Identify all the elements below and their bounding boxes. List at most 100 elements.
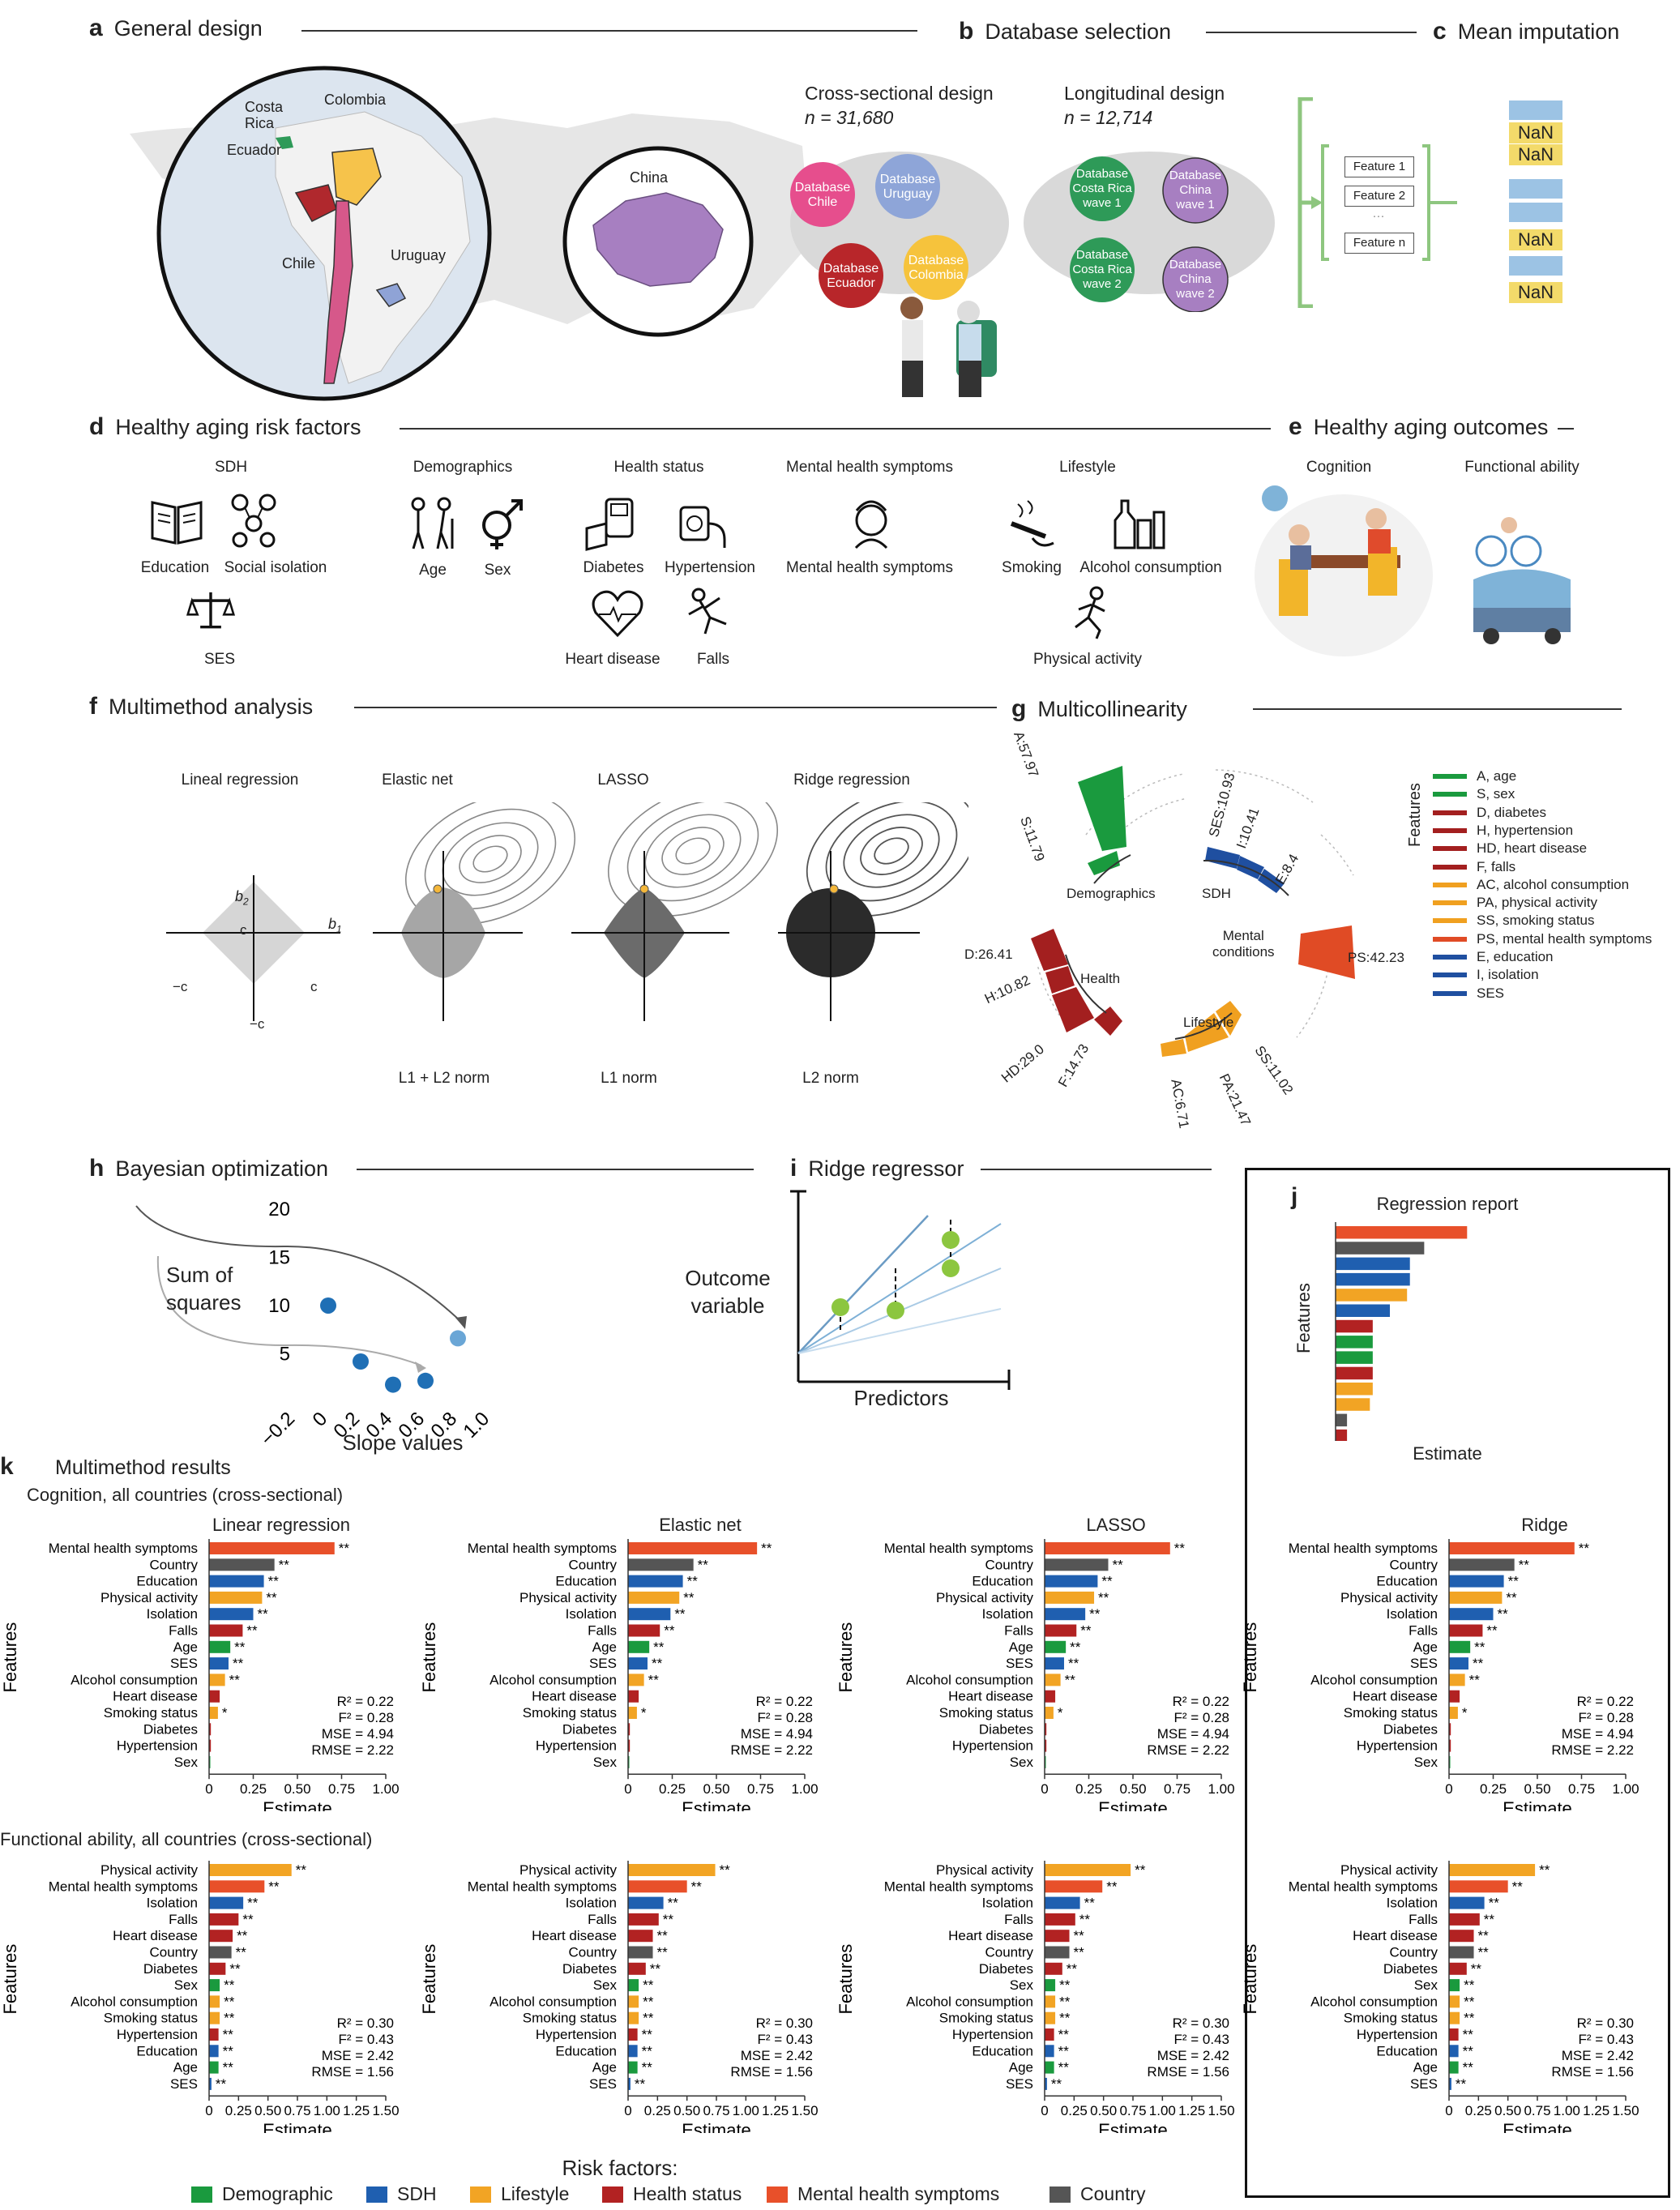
k-category-label: Falls — [169, 1912, 198, 1927]
k-xtick-label: 0 — [1445, 2103, 1452, 2118]
bar-mental — [1298, 925, 1355, 979]
k-significance: ** — [1498, 1606, 1509, 1622]
k-xtick-label: 0.25 — [1480, 1781, 1507, 1797]
k-bar-falls — [1045, 1913, 1075, 1926]
k-xtick-label: 1.00 — [1208, 1781, 1234, 1797]
k-xlabel: Estimate — [1503, 2120, 1572, 2133]
age-icon — [411, 497, 454, 549]
nan-cell: NaN — [1509, 122, 1562, 143]
i-xlabel: Predictors — [853, 1386, 949, 1410]
g-legend-swatch — [1433, 918, 1467, 924]
k-significance: ** — [1464, 2011, 1475, 2026]
k-xtick-label: 0.75 — [284, 2103, 310, 2118]
k-category-label: Heart disease — [113, 1689, 198, 1704]
k-bar-physical-activity — [1045, 1591, 1095, 1604]
axis-b2: b2 — [235, 888, 249, 908]
h-ytick-label: 15 — [268, 1246, 290, 1268]
k-bar-hypertension — [209, 2028, 219, 2041]
k-significance: ** — [653, 1639, 665, 1655]
k-bar-physical-activity — [628, 1864, 716, 1876]
k-category-label: Diabetes — [979, 1961, 1033, 1977]
g-legend-item: A, age — [1433, 768, 1516, 784]
data-cell — [1509, 179, 1562, 199]
k-bar-smoking-status — [1045, 1707, 1054, 1719]
g-legend-item: SES — [1433, 985, 1504, 1002]
k-chart-cognition-lasso: Mental health symptoms ** Country ** Educati… — [836, 1539, 1235, 1811]
k-xtick-label: 1.50 — [1208, 2103, 1234, 2118]
k-significance: ** — [642, 2043, 653, 2058]
k-bar-country — [209, 1558, 275, 1571]
k-significance: ** — [1463, 2060, 1474, 2075]
k-significance: ** — [229, 1961, 241, 1977]
k-bar-age — [1045, 2061, 1054, 2074]
k-significance: ** — [1489, 1896, 1500, 1911]
k-col-title-ridge: Ridge — [1521, 1515, 1568, 1535]
k-bar-isolation — [1045, 1896, 1080, 1909]
k-significance: ** — [223, 2027, 234, 2042]
k-xtick-label: 0 — [1041, 2103, 1048, 2118]
h-point — [320, 1297, 336, 1314]
k-bar-heart-disease — [209, 1690, 220, 1703]
k-category-label: Mental health symptoms — [1289, 1541, 1438, 1556]
k-category-label: Age — [1413, 2060, 1438, 2075]
k-stat: RMSE = 2.22 — [1551, 1742, 1634, 1758]
label-cognition: Cognition — [1306, 459, 1372, 476]
k-bar-alcohol-consumption — [209, 1674, 225, 1686]
k-bar-age — [209, 1640, 231, 1653]
k-bar-hypertension — [209, 1739, 212, 1752]
k-xtick-label: 0.50 — [1119, 1781, 1146, 1797]
g-legend-swatch — [1433, 955, 1467, 960]
k-category-label: Age — [1009, 2060, 1033, 2075]
g-legend-item: D, diabetes — [1433, 805, 1546, 821]
k-bar-heart-disease — [1045, 1690, 1056, 1703]
g-legend-item: E, education — [1433, 949, 1554, 965]
k-row2-title: Functional ability, all countries (cross… — [0, 1829, 373, 1849]
k-xtick-label: 0 — [205, 2103, 212, 2118]
k-significance: ** — [720, 1862, 731, 1878]
g-label-mental: PS:42.23 — [1348, 950, 1404, 965]
g-legend-label: I, isolation — [1477, 967, 1539, 983]
k-chart-cognition-elastic-net: Mental health symptoms**Country**Educati… — [419, 1539, 819, 1811]
k-category-label: Mental health symptoms — [884, 1541, 1033, 1556]
j-bar — [1336, 1272, 1410, 1286]
k-row1-title: Cognition, all countries (cross-sectiona… — [27, 1485, 344, 1505]
k-category-label: Heart disease — [948, 1689, 1033, 1704]
k-xtick-label: 0.50 — [284, 1781, 310, 1797]
k-bar-age — [628, 1640, 650, 1653]
bar-heart-disease — [1052, 987, 1094, 1032]
k-ylabel: Features — [836, 1944, 856, 2015]
g-legend-label: F, falls — [1477, 858, 1516, 874]
k-bar-diabetes — [1045, 1962, 1062, 1975]
h-ytick-label: 10 — [268, 1295, 290, 1317]
bar-falls — [1094, 1007, 1122, 1036]
k-category-label: Physical activity — [1340, 1590, 1438, 1605]
k-bar-ses — [628, 1657, 648, 1670]
k-bar-isolation — [209, 1608, 254, 1621]
k-xtick-label: 0.50 — [1524, 1781, 1550, 1797]
group-sdh: SDH — [214, 459, 248, 476]
alcohol-icon — [1114, 499, 1165, 549]
k-xtick-label: 1.25 — [762, 2103, 789, 2118]
label-physical-activity: Physical activity — [1032, 651, 1143, 668]
k-significance: ** — [268, 1574, 280, 1589]
g-legend-swatch — [1433, 792, 1467, 797]
k-category-label: Country — [985, 1557, 1033, 1572]
k-significance: ** — [1101, 1574, 1113, 1589]
china-shape — [592, 192, 724, 287]
k-category-label: Hypertension — [536, 1738, 617, 1754]
k-category-label: Smoking status — [939, 2011, 1033, 2026]
arrow-head — [455, 1316, 467, 1329]
k-bar-mental-health-symptoms — [628, 1880, 687, 1893]
k-significance: ** — [761, 1541, 772, 1556]
k-bar-ses — [209, 2077, 212, 2090]
k-xtick-label: 0.25 — [1061, 2103, 1088, 2118]
k-bar-age — [1045, 1640, 1067, 1653]
k-significance: ** — [1174, 1541, 1186, 1556]
k-category-label: Education — [972, 1574, 1033, 1589]
k-significance: ** — [650, 1961, 661, 1977]
k-bar-country — [628, 1946, 653, 1959]
k-bar-diabetes — [209, 1723, 212, 1736]
k-xtick-label: 0.25 — [240, 1781, 267, 1797]
k-legend-swatch — [602, 2186, 623, 2203]
k-bar-age — [628, 2061, 638, 2074]
